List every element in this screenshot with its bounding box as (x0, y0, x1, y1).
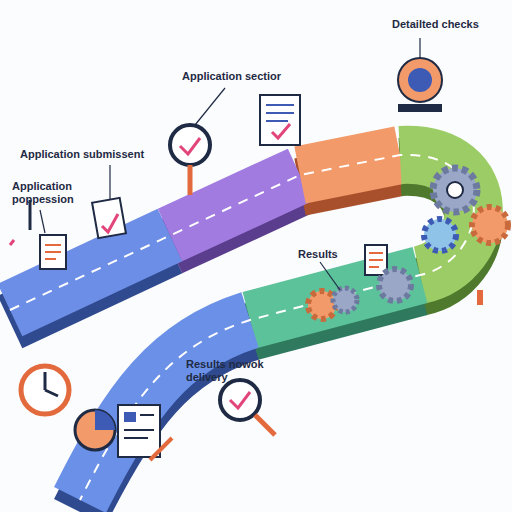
gear (333, 288, 357, 312)
pie-slice (95, 410, 115, 430)
step-label: Detailted checks (392, 18, 502, 31)
leader-line (195, 88, 225, 125)
medal-stand (398, 104, 442, 112)
document-icon (40, 235, 66, 269)
road-dashes (10, 155, 474, 500)
clock-hands (45, 372, 58, 396)
step-label: Results (298, 248, 368, 261)
document (40, 235, 66, 269)
step-label: Results nowok delivery (186, 358, 281, 384)
magnifier-icon (170, 125, 210, 195)
document-lines (369, 253, 383, 267)
leader-lines (40, 38, 420, 385)
gear-hub (447, 182, 463, 198)
magnifier-handle (255, 415, 275, 435)
leader-line (320, 262, 340, 290)
medal-icon (398, 58, 442, 112)
gear (472, 207, 508, 243)
road-orange (300, 155, 400, 175)
step-label: Application poppession (12, 180, 92, 206)
magnifier-lens (170, 125, 210, 165)
gear (308, 291, 336, 319)
document-icon (92, 198, 126, 238)
document-lines (45, 245, 61, 259)
road-side (10, 167, 474, 512)
document (260, 95, 300, 145)
document (118, 405, 160, 457)
check-mark (180, 138, 200, 154)
spark (10, 240, 14, 245)
leader-line (419, 38, 420, 58)
step-label: Application submissent (20, 148, 200, 161)
document (92, 198, 126, 238)
document-lines (266, 105, 294, 121)
leader-line (40, 210, 45, 233)
medal (398, 58, 442, 102)
pen (150, 438, 172, 460)
document-icon (260, 95, 300, 145)
clock-face (21, 366, 69, 414)
road-markings (10, 155, 474, 500)
clock-icon (21, 366, 69, 414)
medal-center (408, 68, 432, 92)
check-mark (102, 214, 118, 232)
document-icon (118, 405, 172, 460)
leader-line (109, 165, 110, 200)
document-block (124, 412, 136, 422)
gear-cluster (308, 168, 508, 319)
pie-clock-face (75, 410, 115, 450)
pie-clock-icon (75, 410, 115, 450)
road-top (10, 155, 474, 500)
magnifier-lens (220, 380, 260, 420)
step-label: Application sectior (182, 70, 312, 83)
gear (424, 219, 456, 251)
gear (433, 168, 477, 212)
document-lines (124, 415, 154, 438)
check-mark (272, 124, 290, 138)
gear (379, 269, 411, 301)
magnifier-icon (220, 380, 275, 435)
magnifier-handle (188, 165, 193, 195)
tag (477, 290, 483, 305)
check-mark (230, 392, 250, 408)
